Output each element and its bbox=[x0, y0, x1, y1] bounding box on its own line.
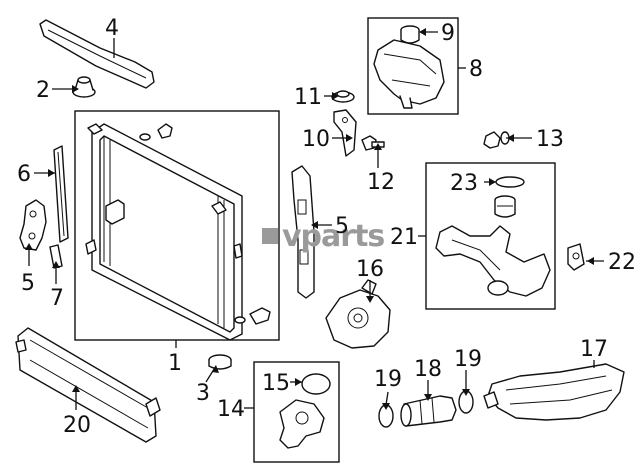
callout-21: 21 bbox=[390, 225, 418, 250]
callout-12: 12 bbox=[367, 170, 395, 195]
oring-part-15 bbox=[301, 373, 331, 395]
watermark-text: vparts bbox=[282, 219, 384, 254]
drain-cock-upper bbox=[139, 123, 173, 141]
bleeder-part-13 bbox=[483, 131, 510, 149]
pad-part-7 bbox=[49, 244, 63, 269]
leader-lines bbox=[28, 31, 604, 410]
callout-9: 9 bbox=[441, 21, 455, 46]
callout-1: 1 bbox=[168, 351, 182, 376]
callout-16: 16 bbox=[356, 257, 384, 282]
callout-22: 22 bbox=[608, 250, 636, 275]
callout-23: 23 bbox=[450, 171, 478, 196]
arrowheads bbox=[25, 28, 594, 410]
transmission-cooler bbox=[15, 327, 161, 443]
outlet-cap bbox=[494, 195, 516, 218]
callout-5-left: 5 bbox=[21, 271, 35, 296]
callout-15: 15 bbox=[262, 371, 290, 396]
reservoir-cap bbox=[400, 25, 420, 44]
radiator-group-box bbox=[74, 110, 280, 341]
water-outlet-pipe bbox=[435, 225, 551, 297]
water-manifold bbox=[483, 363, 625, 421]
bracket-part-10 bbox=[333, 109, 357, 157]
thermostat-group-box bbox=[253, 361, 340, 463]
callout-7: 7 bbox=[50, 286, 64, 311]
callout-6: 6 bbox=[17, 162, 31, 187]
callout-14: 14 bbox=[217, 397, 245, 422]
callout-4: 4 bbox=[105, 16, 119, 41]
gasket-part-22 bbox=[567, 243, 585, 271]
side-seal-strip bbox=[53, 145, 69, 243]
callout-11: 11 bbox=[294, 85, 322, 110]
clip-part-2 bbox=[72, 76, 96, 98]
callout-3: 3 bbox=[196, 381, 210, 406]
callout-10: 10 bbox=[302, 127, 330, 152]
center-side-bracket bbox=[291, 165, 315, 299]
watermark: vparts bbox=[262, 219, 385, 254]
callout-19-left: 19 bbox=[374, 367, 402, 392]
reservoir-group-box bbox=[367, 17, 459, 115]
callout-labels: 4 2 9 8 11 10 12 13 6 5 7 5 23 21 22 16 … bbox=[17, 16, 636, 438]
callout-17: 17 bbox=[580, 337, 608, 362]
left-bracket bbox=[19, 199, 47, 251]
callout-2: 2 bbox=[36, 78, 50, 103]
callout-5-center: 5 bbox=[335, 214, 349, 239]
upper-support-strip bbox=[39, 19, 155, 89]
drain-cock-lower bbox=[234, 307, 271, 325]
callout-18: 18 bbox=[414, 357, 442, 382]
callout-19-right: 19 bbox=[454, 347, 482, 372]
watermark-logo-icon bbox=[262, 228, 278, 244]
callout-8: 8 bbox=[469, 57, 483, 82]
seal-part-23 bbox=[495, 176, 525, 188]
radiator bbox=[85, 123, 243, 341]
callout-13: 13 bbox=[536, 127, 564, 152]
callout-20: 20 bbox=[63, 413, 91, 438]
thermostat-housing bbox=[279, 399, 325, 449]
water-pump bbox=[325, 279, 391, 349]
coolant-hose bbox=[400, 395, 457, 427]
cap-part-3 bbox=[208, 354, 232, 370]
coolant-reservoir bbox=[373, 39, 445, 109]
